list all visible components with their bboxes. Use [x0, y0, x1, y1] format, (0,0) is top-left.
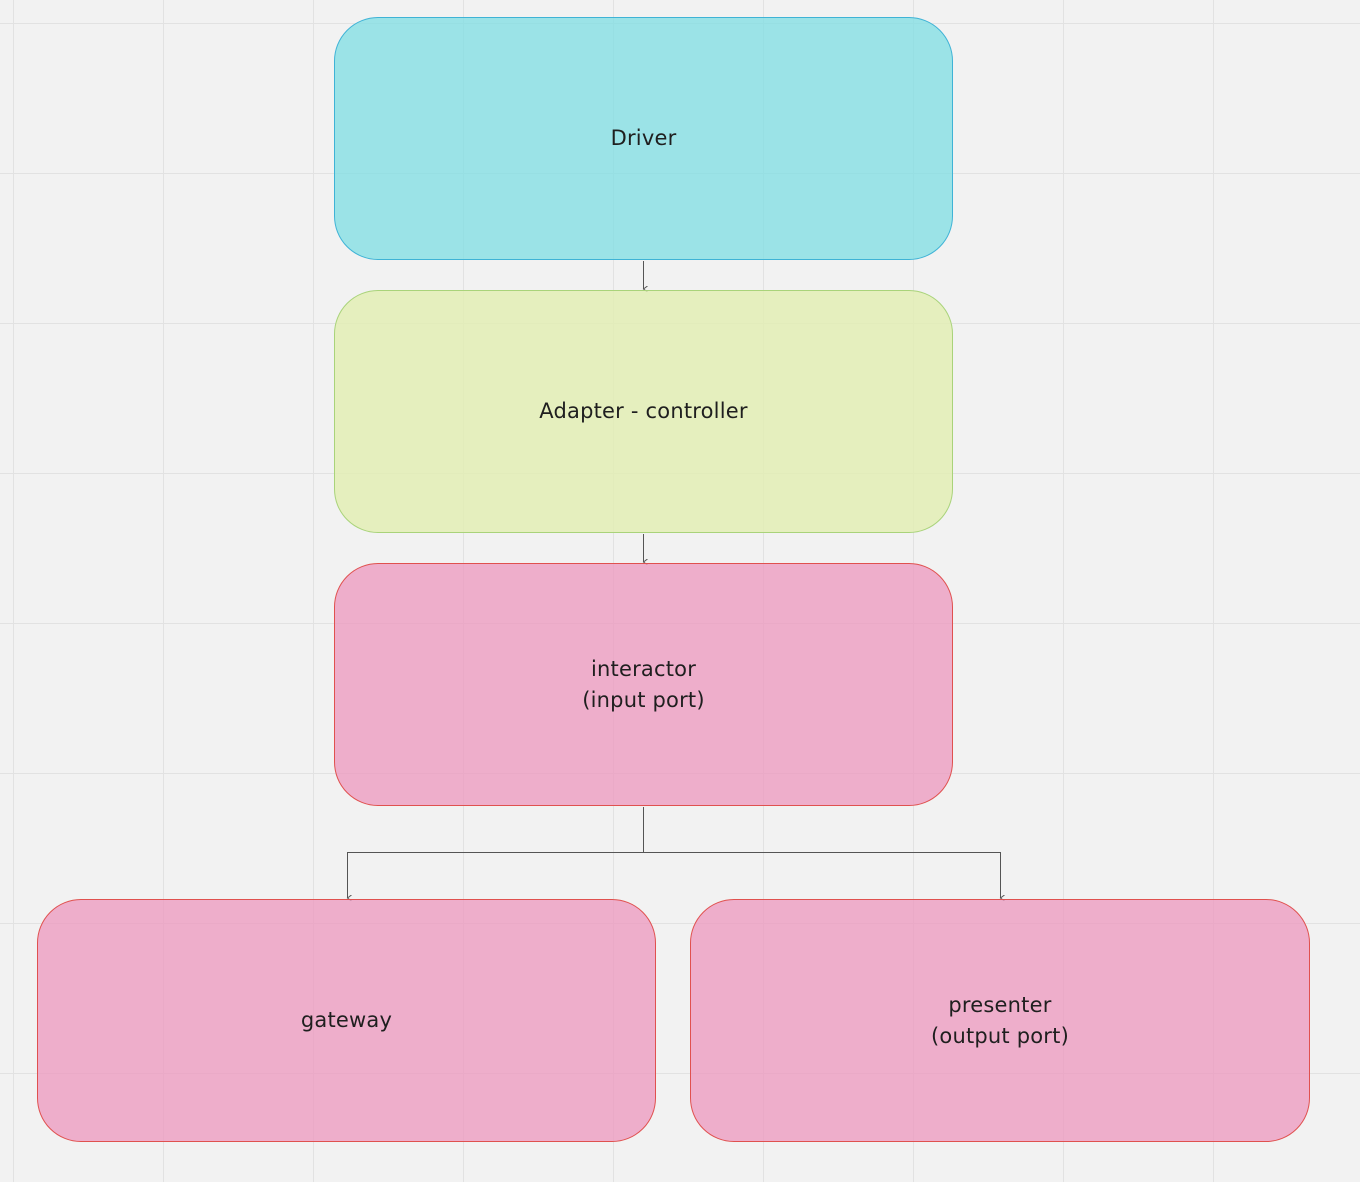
edge-interactor-to-gateway [348, 807, 644, 898]
interactor-node-label: interactor (input port) [582, 656, 705, 712]
driver-node[interactable]: Driver [334, 17, 953, 260]
driver-node-label: Driver [610, 126, 677, 150]
adapter-controller-node[interactable]: Adapter - controller [334, 290, 953, 533]
presenter-node[interactable]: presenter (output port) [690, 899, 1310, 1142]
presenter-node-label: presenter (output port) [931, 992, 1069, 1048]
edge-interactor-to-presenter [643, 807, 1001, 898]
gateway-node[interactable]: gateway [37, 899, 656, 1142]
gateway-node-label: gateway [300, 1008, 393, 1032]
interactor-node[interactable]: interactor (input port) [334, 563, 953, 806]
adapter-controller-node-label: Adapter - controller [539, 399, 748, 423]
